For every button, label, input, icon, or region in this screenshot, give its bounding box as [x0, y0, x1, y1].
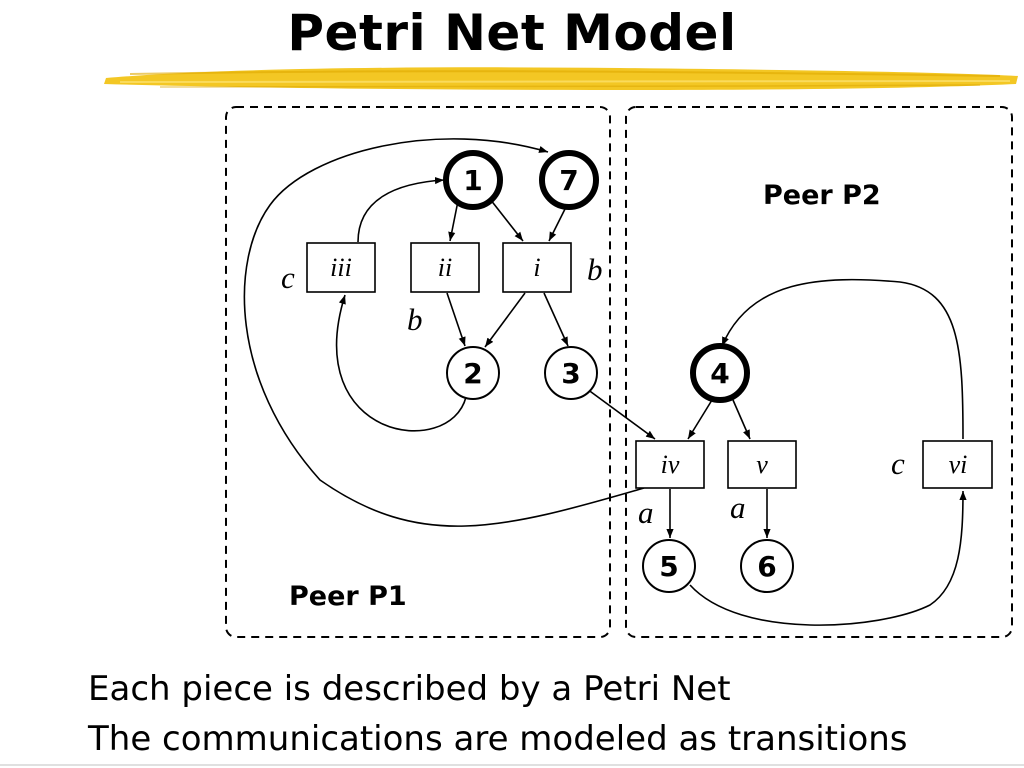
bullet-item: Each piece is described by a Petri Net: [88, 669, 731, 709]
bottom-divider: [0, 764, 1024, 766]
arc-p4-v: [732, 399, 751, 440]
place-6: 6: [740, 539, 794, 593]
transition-vi: vi: [922, 440, 993, 489]
arc-p1-ii: [448, 200, 459, 242]
place-3-label: 3: [561, 357, 580, 390]
place-4: 4: [690, 343, 750, 403]
arc-p7-i: [548, 206, 567, 242]
transition-v-label: v: [756, 450, 768, 479]
transition-ii: ii: [410, 242, 480, 293]
transition-iv-label: iv: [661, 450, 680, 479]
bullet-item: The communications are modeled as transi…: [88, 719, 908, 759]
action-label-c-iii: c: [281, 260, 295, 295]
transition-ii-label: ii: [438, 253, 452, 282]
transition-vi-label: vi: [949, 450, 968, 479]
arcs: [243, 138, 967, 626]
transition-i: i: [502, 242, 572, 293]
arc-p3-iv: [586, 388, 656, 440]
transition-v: v: [727, 440, 797, 489]
arc-p2-iii: [336, 294, 467, 432]
place-1-label: 1: [463, 164, 482, 197]
place-6-label: 6: [757, 550, 776, 583]
place-2-label: 2: [463, 357, 482, 390]
title-underline-brush: [104, 67, 1018, 90]
arc-vi-p4: [721, 278, 964, 440]
arc-p4-iv: [687, 399, 713, 440]
place-4-label: 4: [710, 357, 729, 390]
action-label-c-vi: c: [891, 446, 905, 481]
place-1: 1: [443, 150, 503, 210]
peer-p2-box: [625, 106, 1013, 638]
petri-net-diagram: 1 7 2 3 4 5 6 iii ii i iv v: [225, 106, 1013, 638]
arc-i-p2: [484, 292, 526, 348]
peer-p1-label: Peer P1: [289, 581, 407, 612]
transition-iii: iii: [306, 242, 376, 293]
arc-ii-p2: [446, 292, 466, 347]
action-label-a-v: a: [730, 490, 746, 525]
arc-iii-p1: [357, 176, 445, 243]
peer-p1-box: [225, 106, 611, 638]
action-label-b-i: b: [587, 252, 603, 287]
place-5-label: 5: [659, 550, 678, 583]
page-title: Petri Net Model: [287, 4, 737, 62]
place-5: 5: [642, 539, 696, 593]
bullet-list: Each piece is described by a Petri Net T…: [88, 664, 908, 764]
action-label-b-ii: b: [407, 302, 423, 337]
transition-iv: iv: [635, 440, 705, 489]
transition-i-label: i: [533, 253, 540, 282]
place-7-label: 7: [559, 164, 578, 197]
place-3: 3: [544, 346, 598, 400]
arc-i-p3: [543, 292, 569, 347]
arc-iv-p7: [243, 138, 645, 527]
place-2: 2: [446, 346, 500, 400]
transition-iii-label: iii: [330, 253, 352, 282]
place-7: 7: [539, 150, 599, 210]
peer-p2-label: Peer P2: [763, 180, 881, 211]
arc-p1-i: [489, 198, 524, 242]
action-label-a-iv: a: [638, 495, 654, 530]
arc-p5-vi: [689, 490, 967, 626]
